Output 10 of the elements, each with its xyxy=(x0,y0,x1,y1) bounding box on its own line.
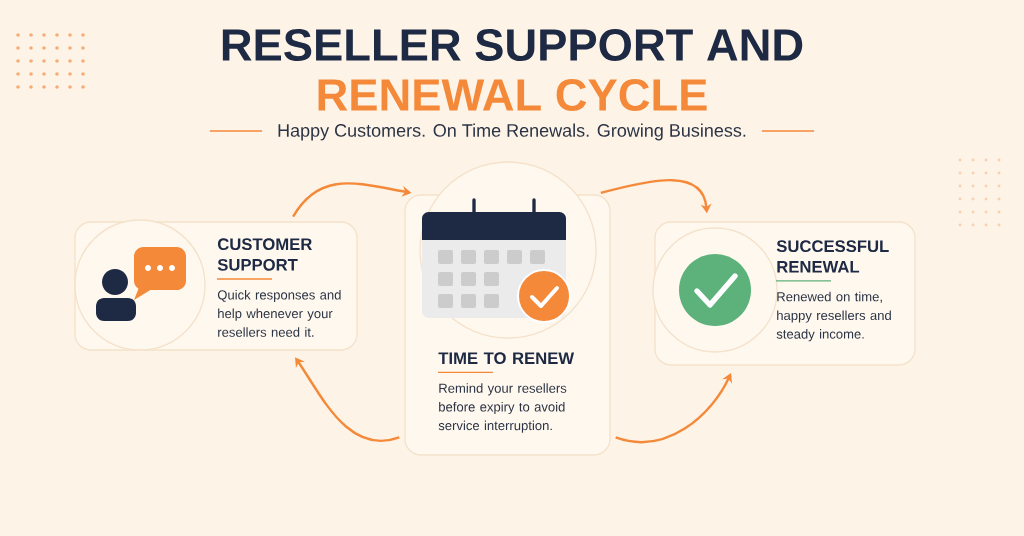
title: RESELLER SUPPORT AND xyxy=(222,28,803,62)
card-text: Renewed on time, happy resellers and steady income. xyxy=(776,291,891,342)
title: RENEWAL CYCLE xyxy=(318,78,707,112)
card-text: Quick responses and help whenever your resellers need it. xyxy=(217,289,341,337)
card-heading: CUSTOMER SUPPORT xyxy=(217,238,312,271)
card-heading: TIME TO RENEW xyxy=(438,352,575,365)
subtitle: Happy Customers. On Time Renewals. Growing Business. xyxy=(278,123,746,141)
card-heading: SUCCESSFUL RENEWAL xyxy=(776,240,889,273)
card-text: Remind your resellers before expiry to avoid service interruption. xyxy=(438,383,567,433)
arrow xyxy=(295,357,400,442)
